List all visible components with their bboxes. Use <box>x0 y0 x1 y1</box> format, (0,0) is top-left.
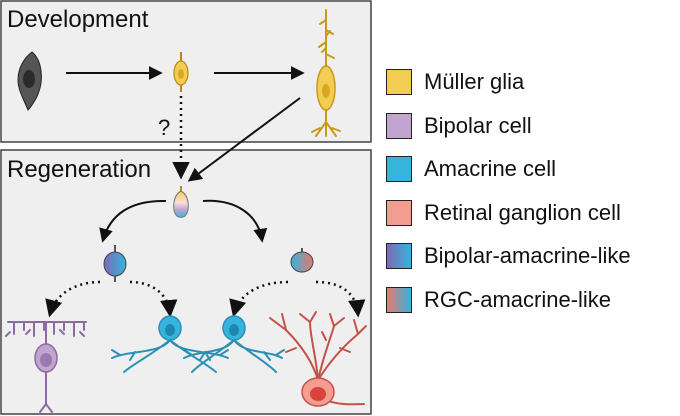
dotted-arrow-to-rgc <box>315 280 366 318</box>
swatch-bipolar-amacrine-like <box>386 243 412 269</box>
legend-item-rgc-amacrine-like: RGC-amacrine-like <box>386 284 631 316</box>
legend-label: Bipolar-amacrine-like <box>424 243 631 268</box>
swatch-muller-glia <box>386 69 412 95</box>
legend: Müller glia Bipolar cell Amacrine cell R… <box>386 66 631 327</box>
mature-muller-glia <box>311 9 341 137</box>
development-title: Development <box>7 6 149 33</box>
legend-item-bipolar-cell: Bipolar cell <box>386 110 631 142</box>
legend-item-retinal-ganglion-cell: Retinal ganglion cell <box>386 197 631 229</box>
bipolar-amacrine-like-cell <box>103 245 127 282</box>
legend-item-amacrine-cell: Amacrine cell <box>386 153 631 185</box>
swatch-amacrine-cell <box>386 156 412 182</box>
legend-item-muller-glia: Müller glia <box>386 66 631 98</box>
immature-muller-glia <box>173 52 189 92</box>
progenitor-cell <box>17 51 42 111</box>
swatch-bipolar-cell <box>386 112 412 139</box>
legend-label: Bipolar cell <box>424 112 532 138</box>
legend-item-bipolar-amacrine-like: Bipolar-amacrine-like <box>386 240 631 272</box>
dotted-arrow-to-bipolar <box>45 280 101 318</box>
regeneration-title: Regeneration <box>7 156 152 183</box>
regenerating-progenitor <box>173 186 189 218</box>
swatch-retinal-ganglion-cell <box>386 199 412 226</box>
retinal-ganglion-cell <box>269 311 367 407</box>
arrow-to-bipolar-amacrine <box>99 199 167 243</box>
regeneration-panel <box>0 149 372 415</box>
legend-label: RGC-amacrine-like <box>424 286 612 312</box>
question-mark: ? <box>158 115 171 140</box>
legend-label: Retinal ganglion cell <box>424 199 621 225</box>
amacrine-cell-left <box>111 315 229 373</box>
amacrine-cell-right <box>183 315 285 373</box>
legend-label: Müller glia <box>424 69 525 94</box>
dotted-arrow-to-amacrine-right <box>229 280 289 318</box>
swatch-rgc-amacrine-like <box>386 286 412 313</box>
legend-label: Amacrine cell <box>424 156 557 181</box>
arrow-to-rgc-amacrine <box>202 199 268 243</box>
bipolar-cell <box>5 321 87 413</box>
arrow-mature-to-regeneration <box>187 97 301 182</box>
rgc-amacrine-like-cell <box>290 248 314 273</box>
